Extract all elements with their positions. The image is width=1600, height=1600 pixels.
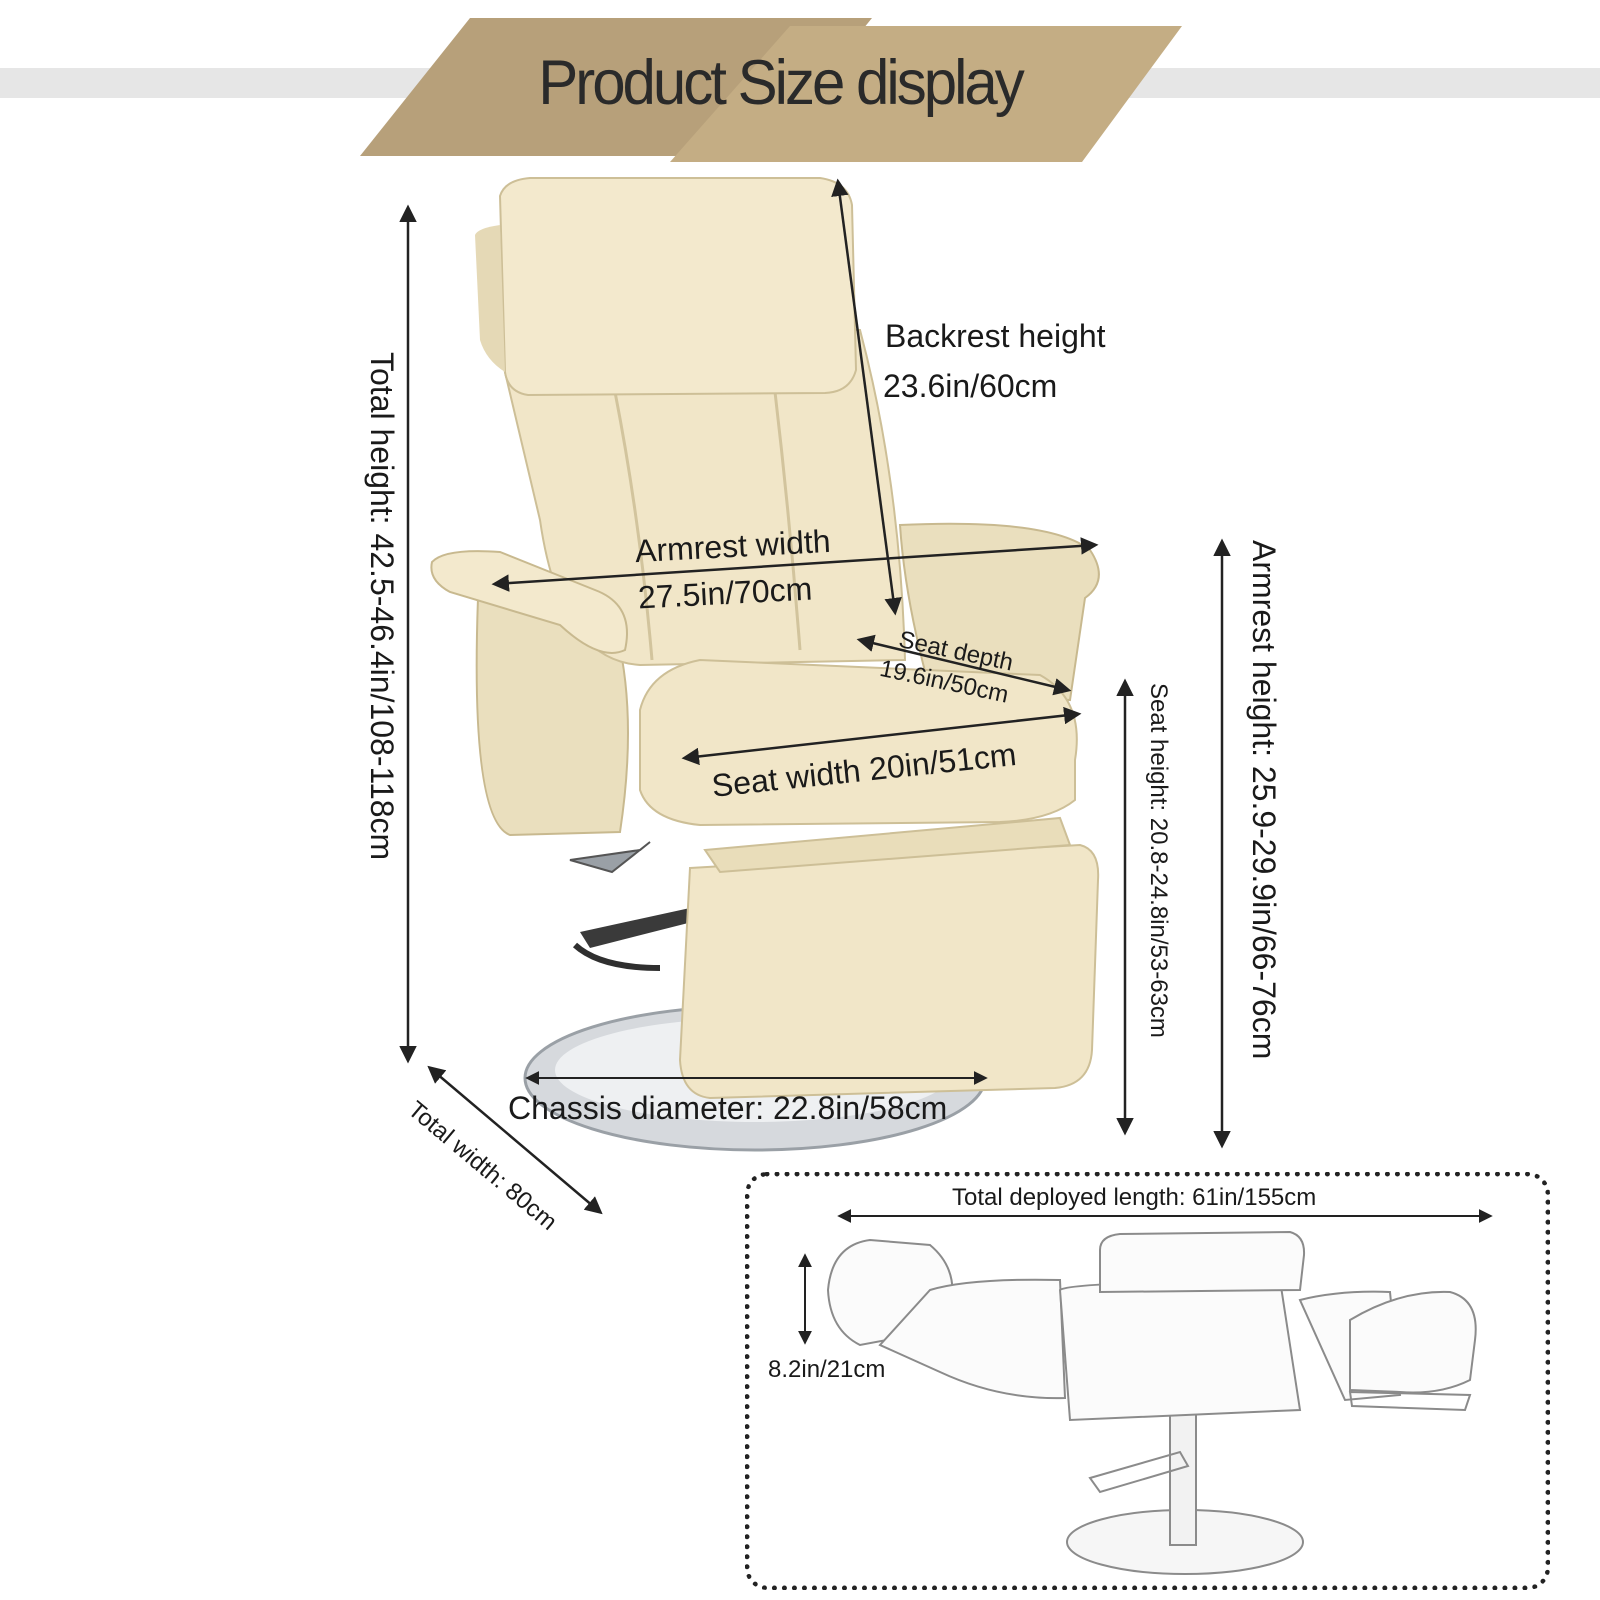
deployed-inset-frame [745, 1172, 1550, 1590]
total-height-label: Total height: 42.5-46.4in/108-118cm [364, 352, 400, 861]
backrest-height-value: 23.6in/60cm [883, 368, 1058, 404]
foot-bar [580, 908, 700, 948]
banner-right-parallelogram [670, 26, 1182, 162]
left-armrest-top [430, 550, 628, 654]
seat-width-arrow [681, 706, 1082, 766]
seat-height-label: Seat height: 20.8-24.8in/53-63cm [1145, 683, 1172, 1038]
backrest-height-label: Backrest height [885, 318, 1106, 354]
armrest-height-label: Armrest height: 25.9-29.9in/66-76cm [1246, 540, 1282, 1060]
left-armrest-side [475, 596, 629, 837]
adjust-lever [569, 841, 651, 874]
seat-depth-arrow [856, 634, 1072, 696]
footrest [678, 843, 1100, 1100]
deployed-chair-sketch [826, 1230, 1477, 1575]
total-width-arrow [427, 1065, 603, 1215]
armrest-width-arrow [491, 537, 1099, 592]
page-title: Product Size display [538, 47, 1025, 118]
deployed-length-label: Total deployed length: 61in/155cm [952, 1184, 1317, 1211]
deployed-height-label: 8.2in/21cm [768, 1356, 886, 1383]
chassis-diameter-label: Chassis diameter: 22.8in/58cm [508, 1090, 948, 1126]
headrest [498, 177, 858, 397]
